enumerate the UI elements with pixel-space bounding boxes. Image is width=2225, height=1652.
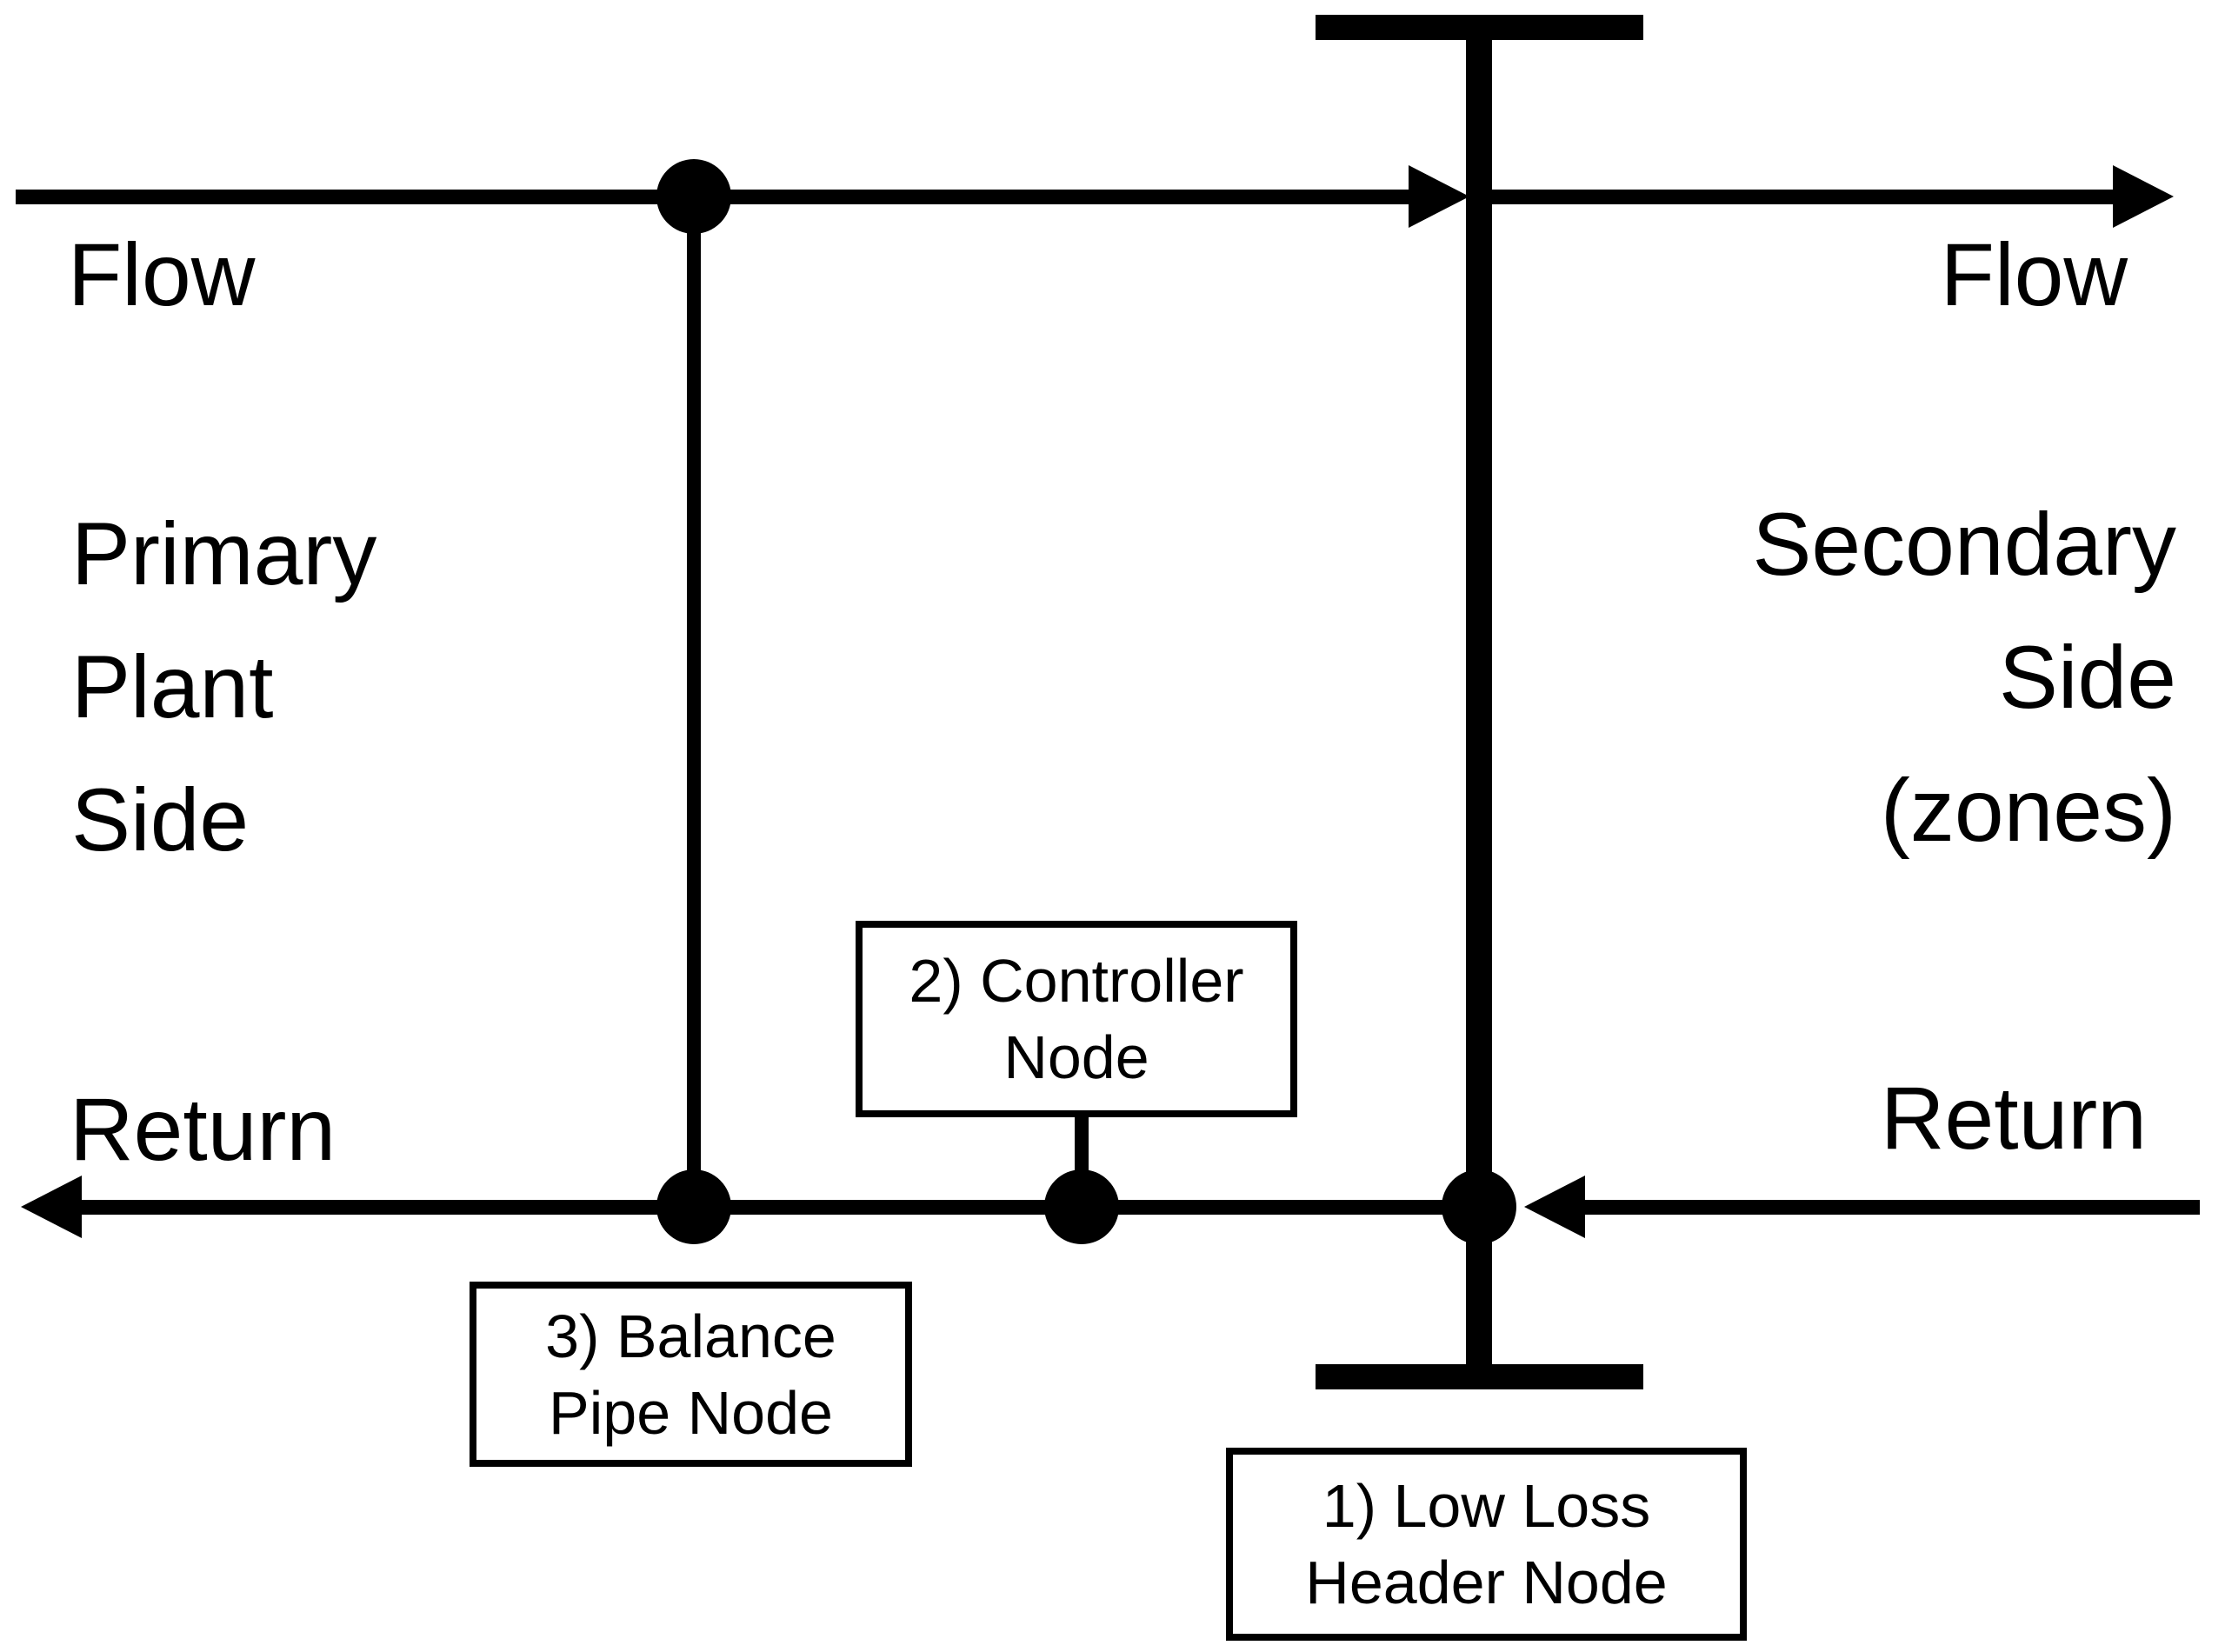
flow-arrowhead-right-icon bbox=[2113, 165, 2174, 228]
return-pipe-right-segment bbox=[1579, 1200, 2200, 1215]
balance-pipe-line bbox=[687, 197, 701, 1207]
low-loss-header-node-box-line2: Header Node bbox=[1305, 1549, 1668, 1616]
primary-side-label-line1: Primary bbox=[71, 504, 377, 603]
low-loss-header-bottom-cap bbox=[1316, 1364, 1643, 1389]
return-pipe-left-segment bbox=[77, 1200, 1478, 1215]
secondary-side-label-line3: (zones) bbox=[1880, 761, 2176, 860]
balance-pipe-node-box-line1: 3) Balance bbox=[545, 1302, 836, 1370]
return-label-right: Return bbox=[1880, 1069, 2147, 1168]
secondary-side-label-line1: Secondary bbox=[1752, 495, 2176, 594]
low-loss-header-line bbox=[1466, 19, 1492, 1389]
balance-pipe-top-node bbox=[656, 159, 731, 234]
controller-node-box-line2: Node bbox=[1003, 1023, 1149, 1091]
return-label-left: Return bbox=[70, 1080, 336, 1179]
controller-node-box: 2) Controller Node bbox=[856, 921, 1297, 1117]
low-loss-header-top-cap bbox=[1316, 15, 1643, 40]
balance-pipe-node-box: 3) Balance Pipe Node bbox=[470, 1282, 912, 1467]
return-arrowhead-into-header-icon bbox=[1524, 1176, 1585, 1238]
flow-pipe-right-segment bbox=[1479, 190, 2118, 204]
balance-pipe-node-box-line2: Pipe Node bbox=[549, 1378, 833, 1447]
primary-side-label-line3: Side bbox=[71, 770, 250, 869]
controller-node-box-line1: 2) Controller bbox=[909, 947, 1244, 1015]
low-loss-header-node-box: 1) Low Loss Header Node bbox=[1226, 1448, 1747, 1641]
balance-pipe-node bbox=[656, 1169, 731, 1244]
low-loss-header-node-box-line1: 1) Low Loss bbox=[1322, 1472, 1651, 1540]
low-loss-header-node bbox=[1442, 1169, 1516, 1244]
flow-label-right: Flow bbox=[1940, 225, 2128, 324]
secondary-side-label-line2: Side bbox=[1998, 628, 2176, 727]
flow-label-left: Flow bbox=[68, 225, 256, 324]
primary-side-label: Primary Plant Side bbox=[71, 488, 376, 887]
flow-arrowhead-into-header-icon bbox=[1409, 165, 1469, 228]
secondary-side-label: Secondary Side (zones) bbox=[1752, 478, 2176, 877]
return-arrowhead-left-icon bbox=[21, 1176, 82, 1238]
controller-node bbox=[1044, 1169, 1119, 1244]
primary-side-label-line2: Plant bbox=[71, 637, 274, 736]
